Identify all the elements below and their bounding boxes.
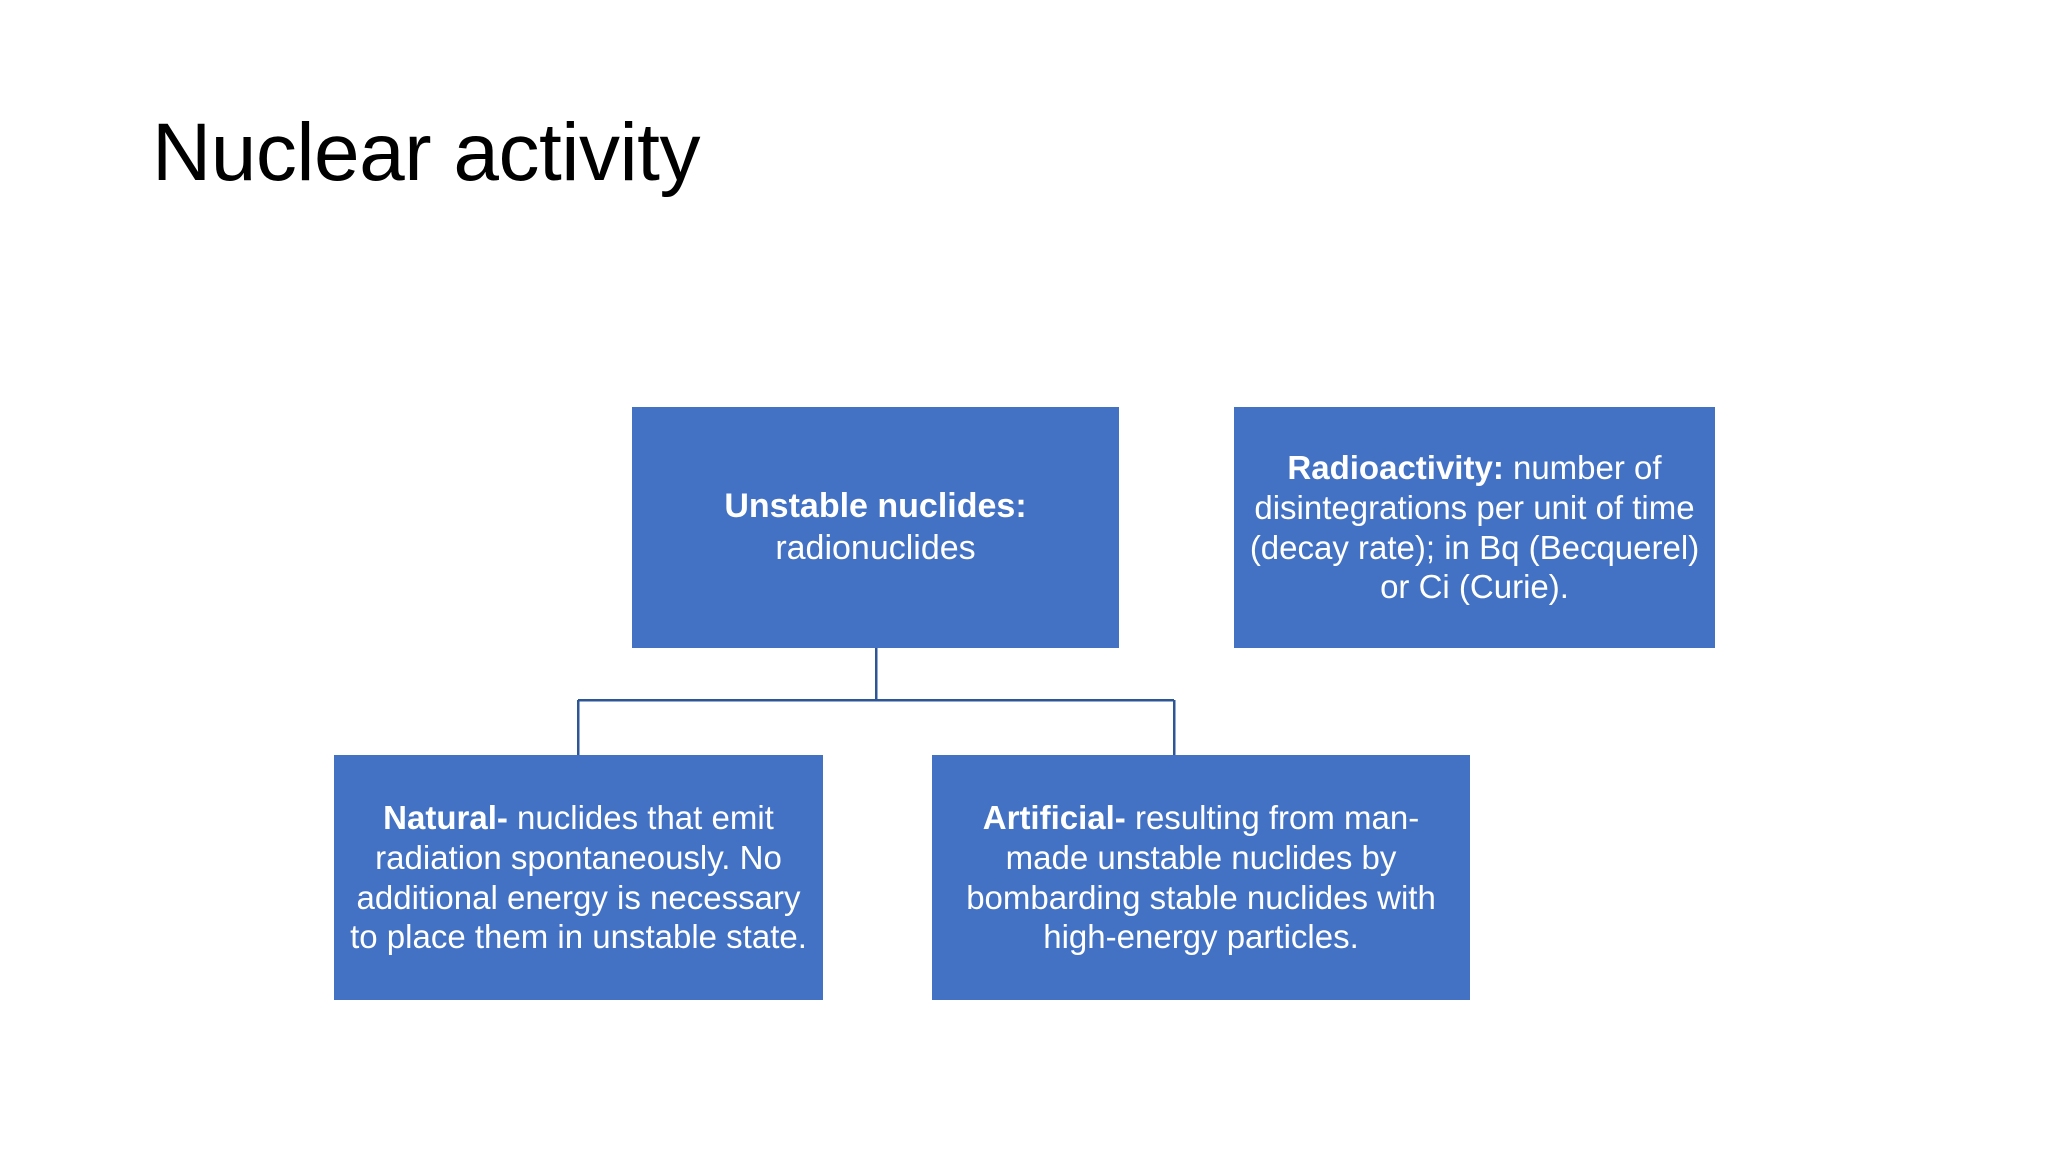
node-artificial[interactable]: Artificial- resulting from man-made unst… [932, 755, 1470, 1000]
node-natural[interactable]: Natural- nuclides that emit radiation sp… [334, 755, 823, 1000]
node-artificial-body: resulting from man-made unstable nuclide… [966, 798, 1436, 956]
page-title: Nuclear activity [152, 107, 700, 198]
node-radioactivity-body: number of disintegrations per unit of ti… [1249, 448, 1700, 606]
node-artificial-heading: Artificial- [982, 798, 1126, 836]
node-unstable-nuclides[interactable]: Unstable nuclides: radionuclides [632, 407, 1119, 648]
node-natural-text: Natural- nuclides that emit radiation sp… [340, 798, 817, 958]
node-unstable-nuclides-heading: Unstable nuclides: [724, 487, 1027, 526]
node-unstable-nuclides-text: Unstable nuclides: radionuclides [642, 486, 1109, 568]
node-artificial-text: Artificial- resulting from man-made unst… [958, 798, 1444, 958]
node-radioactivity[interactable]: Radioactivity: number of disintegrations… [1234, 407, 1715, 648]
node-natural-heading: Natural- [383, 798, 508, 836]
node-unstable-nuclides-body: radionuclides [775, 528, 976, 567]
node-natural-body: nuclides that emit radiation spontaneous… [350, 798, 807, 956]
node-radioactivity-heading: Radioactivity: [1287, 448, 1504, 486]
node-radioactivity-text: Radioactivity: number of disintegrations… [1248, 448, 1701, 608]
